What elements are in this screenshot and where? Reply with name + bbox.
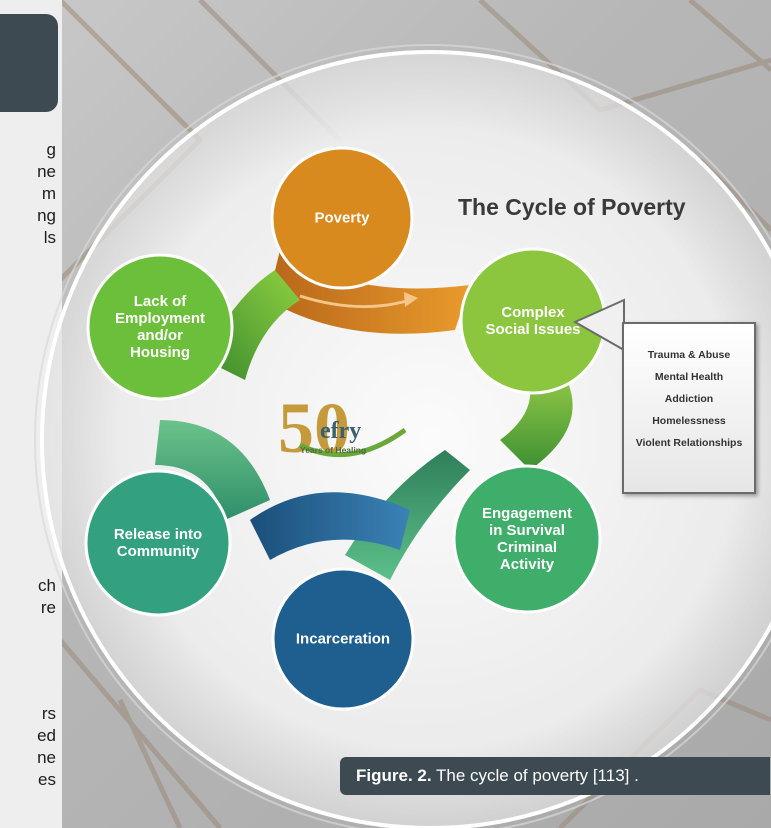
- node-label-complex: Complex Social Issues: [485, 304, 581, 338]
- node-lack: [86, 253, 234, 401]
- figure-caption: Figure. 2. The cycle of poverty [113] .: [340, 757, 770, 795]
- callout-item: Trauma & Abuse: [647, 349, 731, 361]
- text-fragment: re: [40, 598, 56, 617]
- text-fragment: g: [46, 140, 56, 159]
- social-issues-callout: Trauma & Abuse Mental Health Addiction H…: [622, 322, 756, 494]
- text-fragment: ls: [43, 228, 56, 247]
- text-fragment: rs: [41, 704, 56, 723]
- text-fragment: ne: [37, 162, 56, 181]
- node-label-lack: Lack of Employment and/or Housing: [114, 293, 206, 361]
- callout-item: Violent Relationships: [635, 437, 743, 449]
- node-circles: [84, 146, 607, 711]
- logo-name: efry: [320, 418, 362, 444]
- arc-release-to-lack: [155, 420, 270, 520]
- arc-poverty-to-complex: [268, 250, 470, 334]
- text-fragment: ne: [37, 748, 56, 767]
- text-fragment: ng: [37, 206, 56, 225]
- article-header-block: [0, 14, 58, 112]
- arrow-head: [404, 292, 418, 307]
- arrow-flow: [299, 294, 411, 309]
- node-release: [84, 469, 232, 617]
- text-fragment: ed: [37, 726, 56, 745]
- callout-item: Homelessness: [652, 415, 726, 427]
- arc-incarceration-to-release: [250, 492, 410, 560]
- cycle-arcs: [155, 250, 573, 580]
- callout-item: Addiction: [664, 393, 714, 405]
- text-fragment: m: [41, 184, 56, 203]
- logo-tagline: Years of Healing: [300, 445, 367, 455]
- node-poverty: [270, 146, 414, 290]
- diagram-title: The Cycle of Poverty: [458, 194, 686, 220]
- text-fragment: es: [38, 770, 56, 789]
- node-label-release: Release into Community: [113, 526, 203, 560]
- node-incarceration: [271, 567, 415, 711]
- node-label-engagement: Engagement in Survival Criminal Activity: [481, 505, 573, 573]
- text-fragment: ch: [38, 576, 56, 595]
- node-label-poverty: Poverty: [314, 209, 370, 227]
- caption-text: The cycle of poverty [113] .: [431, 766, 639, 785]
- node-engagement: [452, 464, 602, 614]
- node-label-incarceration: Incarceration: [295, 630, 391, 648]
- article-text-panel: g ne m ng ls ch re rs ed ne es: [0, 0, 62, 828]
- callout-item: Mental Health: [654, 371, 724, 383]
- efry-logo: 50: [278, 388, 407, 468]
- caption-prefix: Figure. 2.: [356, 766, 432, 785]
